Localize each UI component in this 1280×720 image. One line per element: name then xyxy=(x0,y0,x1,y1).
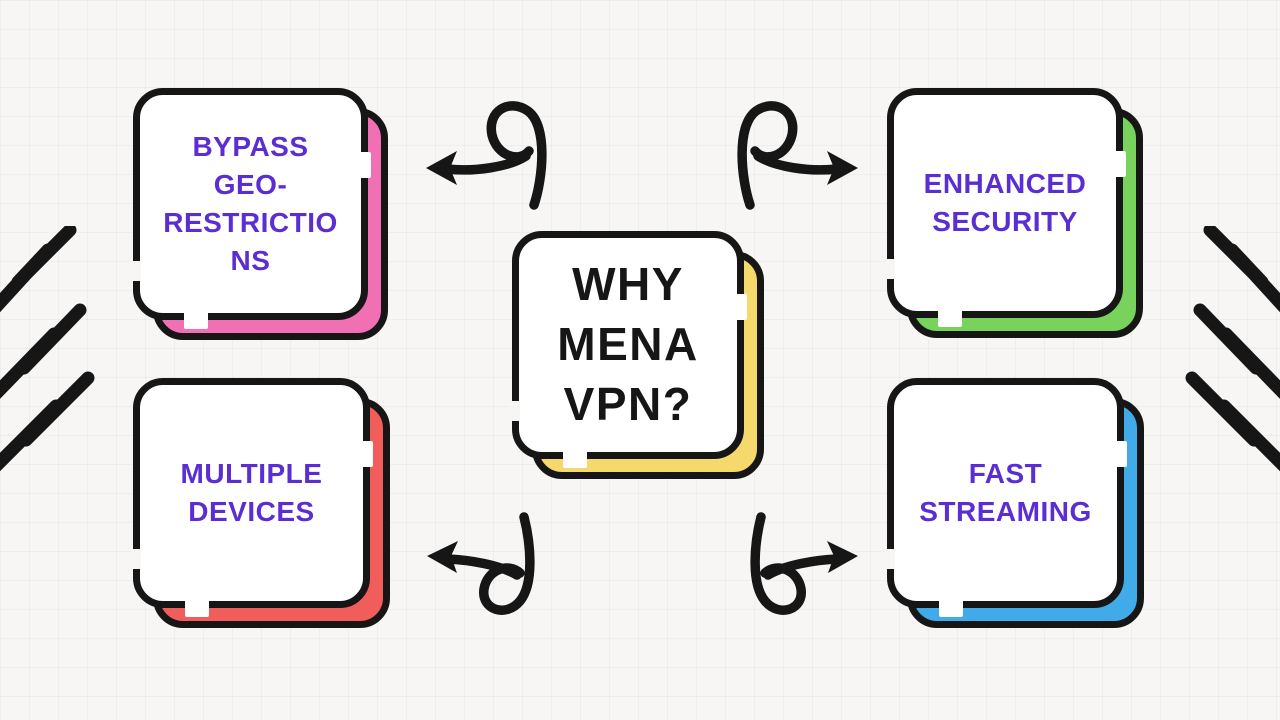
card-face: MULTIPLE DEVICES xyxy=(131,378,373,617)
card-label: BYPASS GEO- RESTRICTIO NS xyxy=(163,131,338,276)
card-label: ENHANCED SECURITY xyxy=(923,168,1087,237)
card-multiple-devices: MULTIPLE DEVICES xyxy=(131,378,390,628)
center-card-label: WHY MENA VPN? xyxy=(557,258,699,430)
border-gap xyxy=(562,442,587,468)
card-label: FAST STREAMING xyxy=(919,458,1092,527)
card-face: ENHANCED SECURITY xyxy=(885,88,1126,327)
border-gap xyxy=(510,400,520,421)
card-face: FAST STREAMING xyxy=(885,378,1127,617)
border-gap xyxy=(735,293,747,320)
marker-scribble-left-icon xyxy=(0,226,95,472)
marker-scribble-right-icon xyxy=(1185,226,1280,472)
card-bypass-geo-restrictions: BYPASS GEO- RESTRICTIO NS xyxy=(131,88,388,340)
curved-loop-arrow-bottom-right-icon xyxy=(750,512,858,615)
curved-loop-arrow-bottom-left-icon xyxy=(427,512,535,615)
border-gap xyxy=(938,591,963,617)
card-face: BYPASS GEO- RESTRICTIO NS xyxy=(131,88,371,329)
border-gap xyxy=(131,549,141,570)
border-gap xyxy=(885,549,895,570)
curved-loop-arrow-top-right-icon xyxy=(737,101,858,210)
card-fast-streaming: FAST STREAMING xyxy=(885,378,1144,628)
card-enhanced-security: ENHANCED SECURITY xyxy=(885,88,1143,338)
card-why-mena-vpn: WHY MENA VPN? xyxy=(510,231,764,479)
border-gap xyxy=(359,151,371,178)
border-gap xyxy=(131,260,141,281)
border-gap xyxy=(184,591,209,617)
border-gap xyxy=(361,441,373,468)
curved-loop-arrow-top-left-icon xyxy=(426,101,547,210)
border-gap xyxy=(1114,151,1126,178)
border-gap xyxy=(184,303,209,329)
card-face: WHY MENA VPN? xyxy=(510,231,747,468)
border-gap xyxy=(938,301,963,327)
border-gap xyxy=(1115,441,1127,468)
border-gap xyxy=(885,259,895,280)
card-label: MULTIPLE DEVICES xyxy=(180,458,323,527)
